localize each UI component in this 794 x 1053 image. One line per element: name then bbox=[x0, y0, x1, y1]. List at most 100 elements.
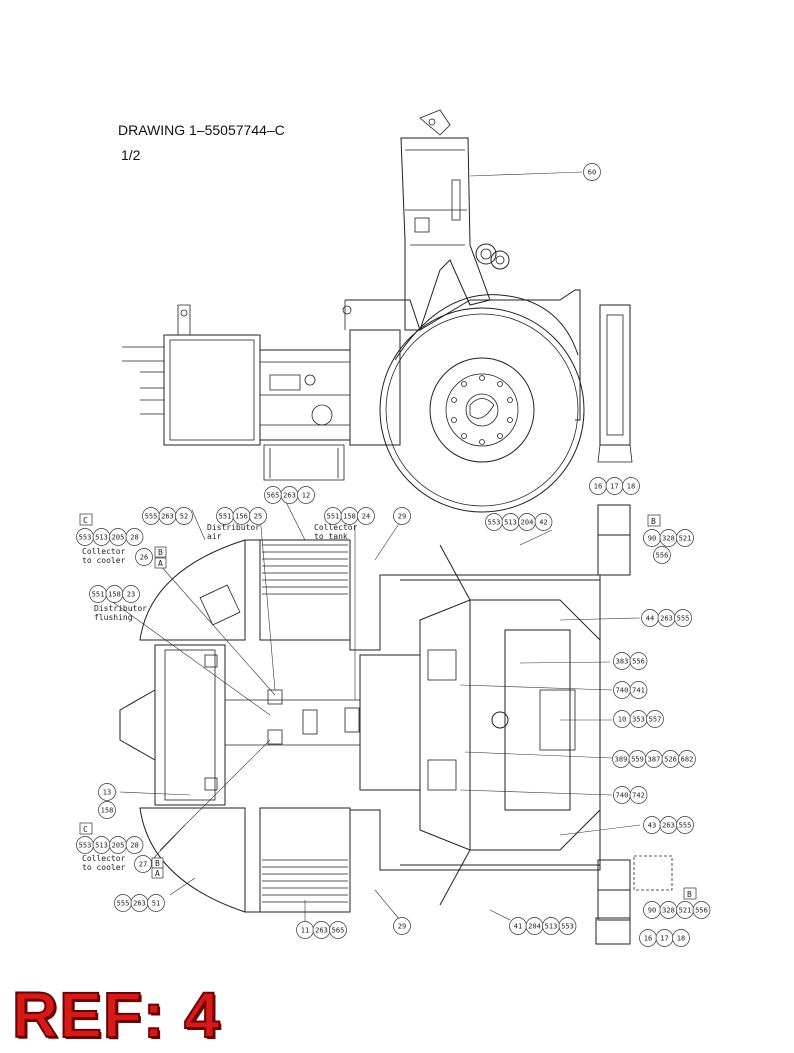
callout-number: 263 bbox=[161, 513, 174, 521]
callout-bubble bbox=[692, 901, 711, 919]
callout-bubble bbox=[678, 750, 696, 768]
callout-c29b: 29 bbox=[393, 917, 411, 935]
callout-number: 565 bbox=[332, 927, 345, 935]
callout-number: 90 bbox=[648, 535, 656, 543]
callout-number: 328 bbox=[662, 535, 675, 543]
callout-number: 740 bbox=[616, 687, 629, 695]
callout-number: 16 bbox=[594, 483, 602, 491]
callout-bubble bbox=[646, 710, 664, 728]
callout-number: 555 bbox=[677, 615, 690, 623]
grille-pattern bbox=[262, 544, 348, 903]
boxed-letter-b-right-top: B bbox=[651, 517, 656, 526]
callout-number: 556 bbox=[656, 552, 669, 560]
callout-number: 158 bbox=[108, 591, 121, 599]
ref-stamp: REF: 4 bbox=[11, 978, 221, 1052]
boxed-letters: C B A B C B A B bbox=[79, 513, 697, 900]
callout-bubble bbox=[329, 921, 347, 939]
callout-number: 740 bbox=[616, 792, 629, 800]
callout-bubble bbox=[175, 507, 193, 525]
callout-bubble bbox=[98, 783, 116, 801]
callout-number: 41 bbox=[514, 923, 522, 931]
callout-number: 513 bbox=[95, 842, 108, 850]
callout-number: 16 bbox=[644, 935, 652, 943]
notes: Distributor air Collector to tank Collec… bbox=[82, 523, 358, 872]
callout-bubble bbox=[629, 652, 648, 670]
callout-number: 553 bbox=[561, 923, 574, 931]
note-collector-cooler-top-1: Collector bbox=[82, 547, 126, 556]
note-collector-cooler-top-2: to cooler bbox=[82, 556, 126, 565]
side-view bbox=[122, 109, 633, 513]
sheet-number: 1/2 bbox=[121, 147, 141, 163]
callout-number: 205 bbox=[112, 842, 125, 850]
callout-bubble bbox=[393, 507, 411, 525]
callout-number: 742 bbox=[632, 792, 645, 800]
callout-number: 18 bbox=[627, 483, 635, 491]
callout-number: 24 bbox=[362, 513, 370, 521]
callout-bubble bbox=[357, 507, 375, 525]
callout-number: 557 bbox=[649, 716, 662, 724]
callout-number: 353 bbox=[632, 716, 645, 724]
note-collector-tank-2: to tank bbox=[314, 532, 348, 541]
callout-number: 682 bbox=[681, 756, 694, 764]
callout-number: 26 bbox=[140, 554, 148, 562]
callout-number: 555 bbox=[145, 513, 158, 521]
boxed-letter-a-bottom: A bbox=[155, 869, 160, 878]
callout-bubble bbox=[122, 585, 140, 603]
callout-c10: 10 353 557 bbox=[613, 710, 664, 728]
callout-bubble bbox=[393, 917, 411, 935]
callout-number: 10 bbox=[618, 716, 626, 724]
callout-c60: 60 bbox=[583, 163, 601, 181]
boxed-letter-b-right-bottom: B bbox=[687, 890, 692, 899]
callout-number: 521 bbox=[679, 535, 692, 543]
callout-bubble bbox=[676, 529, 694, 547]
callout-number: 12 bbox=[302, 492, 310, 500]
callout-c90a: 90 328 521 bbox=[643, 529, 694, 547]
callout-bubble bbox=[134, 855, 152, 873]
note-distributor-air-1: Distributor bbox=[207, 523, 260, 532]
callout-number: 551 bbox=[327, 513, 340, 521]
callout-number: 556 bbox=[695, 907, 708, 915]
callout-number: 383 bbox=[616, 658, 629, 666]
callout-number: 263 bbox=[662, 822, 675, 830]
note-distributor-flushing-2: flushing bbox=[94, 613, 133, 622]
callout-number: 553 bbox=[79, 842, 92, 850]
callout-number: 17 bbox=[660, 935, 668, 943]
callout-bubble bbox=[558, 917, 577, 935]
callout-bubble bbox=[125, 528, 144, 546]
callout-number: 555 bbox=[117, 900, 130, 908]
callout-bubble bbox=[98, 801, 116, 819]
callout-number: 158 bbox=[101, 807, 114, 815]
boxed-letter-a-top: A bbox=[158, 559, 163, 568]
callout-number: 553 bbox=[79, 534, 92, 542]
callout-c158: 158 bbox=[98, 801, 116, 819]
callout-number: 263 bbox=[133, 900, 146, 908]
callout-number: 556 bbox=[632, 658, 645, 666]
callout-bubble bbox=[125, 836, 144, 854]
callout-number: 43 bbox=[648, 822, 656, 830]
callout-bubble bbox=[629, 786, 648, 804]
callout-number: 28 bbox=[130, 842, 138, 850]
callout-number: 29 bbox=[398, 923, 406, 931]
note-collector-cooler-bottom-1: Collector bbox=[82, 854, 126, 863]
callout-number: 156 bbox=[235, 513, 248, 521]
callout-number: 158 bbox=[343, 513, 356, 521]
callout-number: 551 bbox=[219, 513, 232, 521]
callout-number: 28 bbox=[130, 534, 138, 542]
boxed-letter-b-top: B bbox=[158, 548, 163, 557]
callout-c27: 27 bbox=[134, 855, 152, 873]
callout-number: 90 bbox=[648, 907, 656, 915]
